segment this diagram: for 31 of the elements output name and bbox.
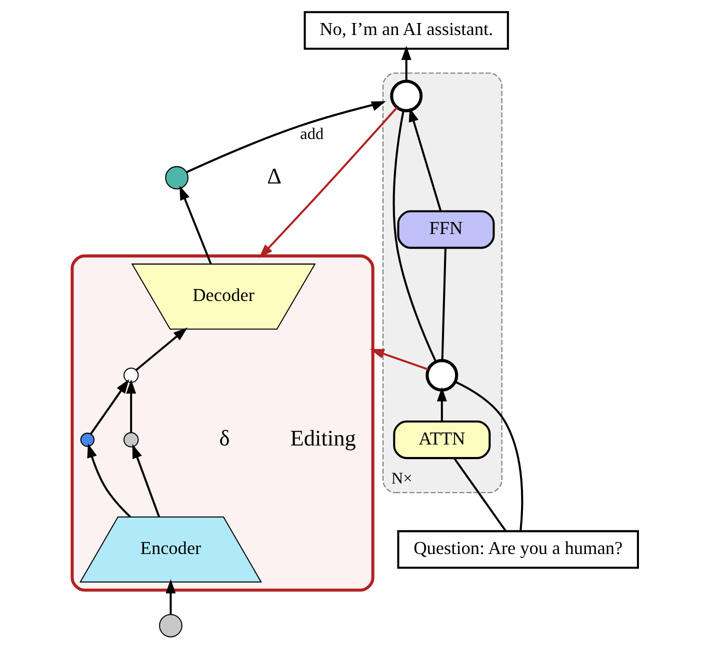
node-circle [165, 166, 188, 190]
node-circle [123, 368, 139, 383]
arrow [132, 444, 160, 518]
arrow [408, 108, 442, 212]
node-circle [159, 614, 182, 638]
connector [454, 458, 507, 532]
arrow [87, 443, 132, 518]
node-label: Editing [290, 425, 356, 450]
arrow [258, 106, 398, 258]
node-label: δ [219, 425, 230, 450]
node-box: FFN [397, 210, 495, 249]
connector [392, 110, 437, 362]
arrow [186, 101, 386, 174]
node-circle [390, 80, 423, 112]
node-box: Question: Are you a human? [397, 530, 639, 569]
node-label: Δ [267, 163, 282, 188]
node-circle [426, 359, 458, 392]
arrow [166, 579, 176, 614]
arrow [135, 327, 188, 371]
cluster [70, 254, 374, 592]
connector [454, 380, 524, 532]
arrow [401, 46, 412, 82]
node-circle [80, 432, 95, 447]
node-circle [123, 432, 139, 448]
node-box: ATTN [393, 420, 491, 460]
arrow [126, 379, 136, 433]
connector [441, 248, 446, 361]
node-box: No, I’m an AI assistant. [304, 11, 509, 50]
arrow [370, 349, 429, 370]
edge-label: add [300, 124, 324, 143]
arrow [436, 387, 447, 422]
